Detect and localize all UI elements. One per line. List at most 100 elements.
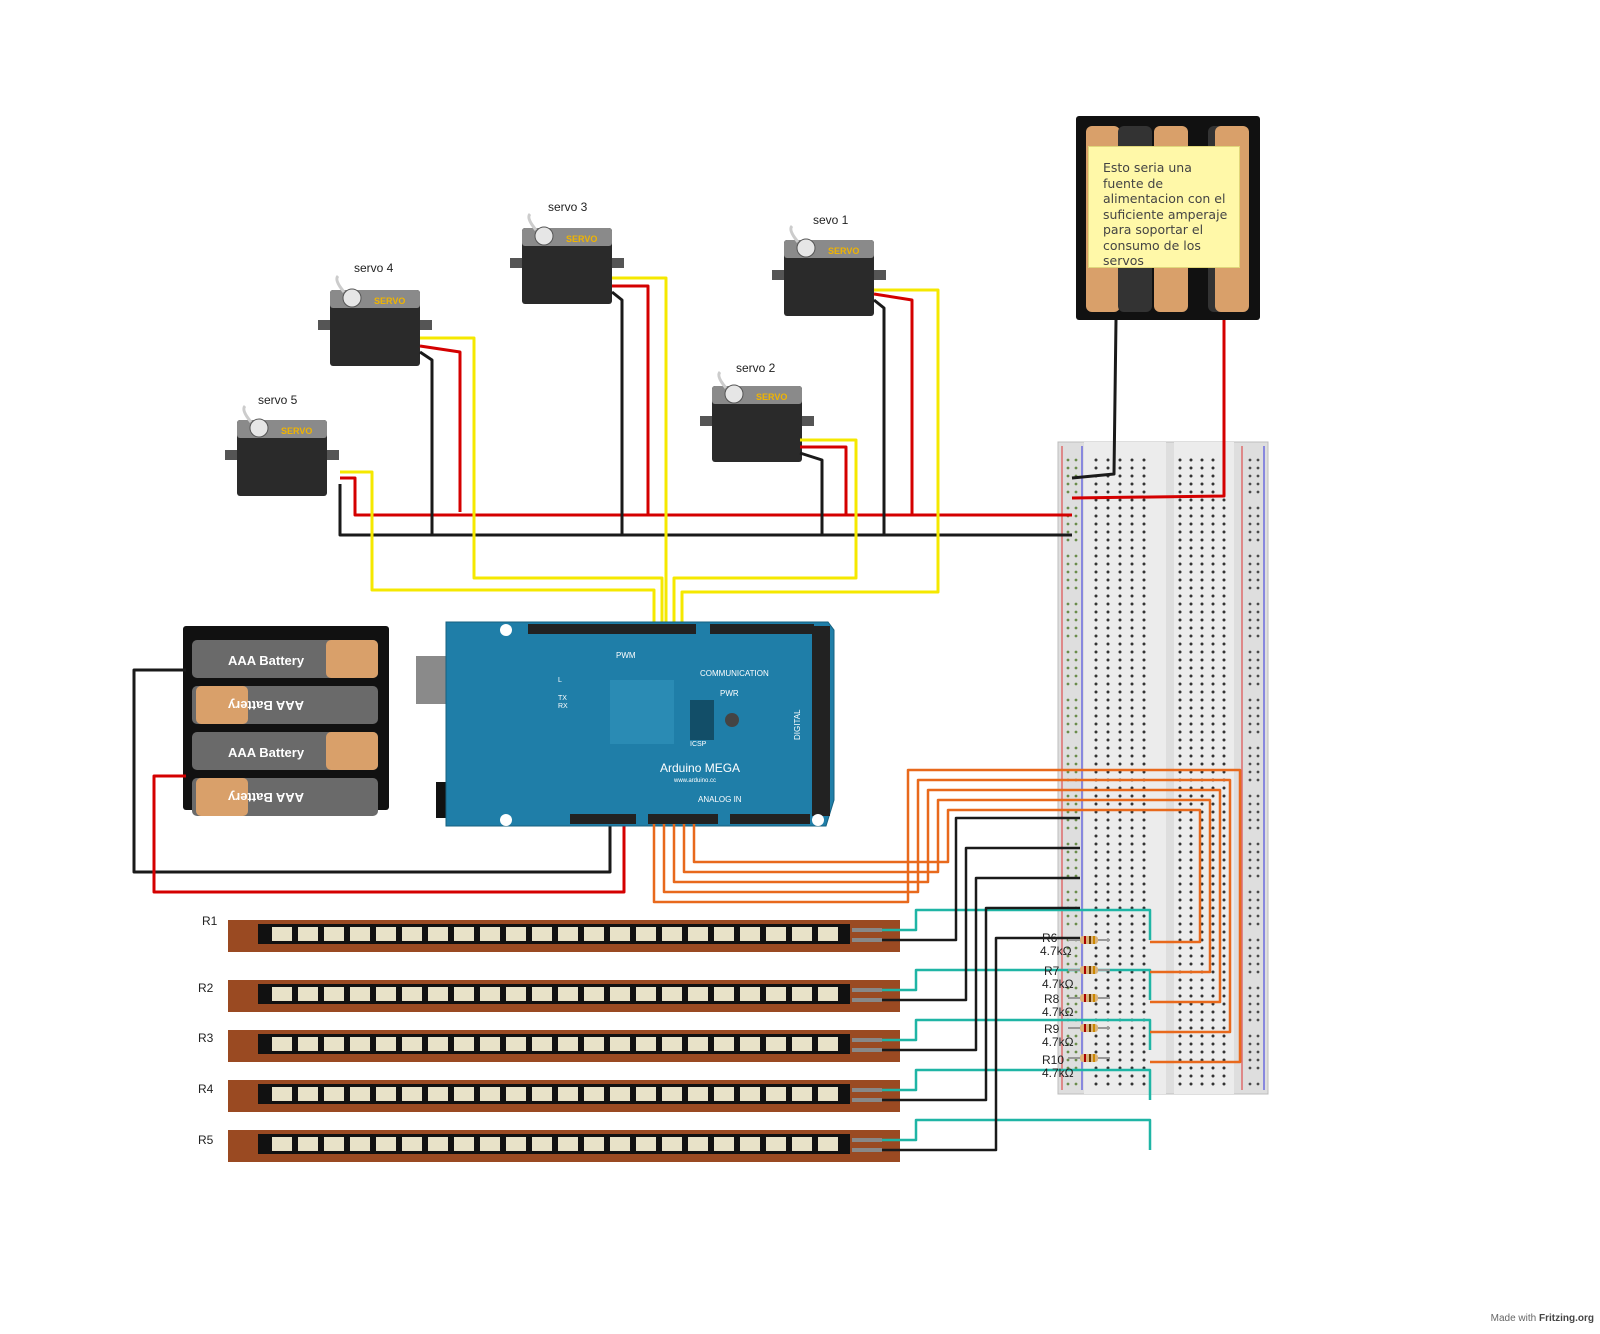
breadboard-hole <box>1189 946 1193 950</box>
breadboard-hole <box>1118 1050 1122 1054</box>
breadboard-hole <box>1074 490 1078 494</box>
breadboard-hole <box>1178 586 1182 590</box>
breadboard-hole <box>1066 626 1070 630</box>
flex-sensor-segment <box>740 1087 760 1101</box>
breadboard-hole <box>1189 618 1193 622</box>
breadboard-hole <box>1256 970 1260 974</box>
breadboard-hole <box>1248 906 1252 910</box>
breadboard-hole <box>1118 466 1122 470</box>
breadboard-hole <box>1118 1082 1122 1086</box>
breadboard-hole <box>1248 794 1252 798</box>
breadboard-hole <box>1106 882 1110 886</box>
breadboard-hole <box>1256 898 1260 902</box>
breadboard-hole <box>1189 986 1193 990</box>
breadboard-hole <box>1256 482 1260 486</box>
breadboard-hole <box>1066 802 1070 806</box>
breadboard-hole <box>1118 458 1122 462</box>
breadboard-hole <box>1118 882 1122 886</box>
breadboard-hole <box>1066 970 1070 974</box>
breadboard-hole <box>1094 874 1098 878</box>
breadboard-hole <box>1178 626 1182 630</box>
breadboard-hole <box>1178 802 1182 806</box>
breadboard-hole <box>1211 850 1215 854</box>
breadboard-hole <box>1118 722 1122 726</box>
breadboard-hole <box>1066 722 1070 726</box>
servo-brand-text: SERVO <box>828 246 859 256</box>
flex-sensor-segment <box>402 1137 422 1151</box>
flex-sensor-segment <box>350 1087 370 1101</box>
breadboard-hole <box>1118 1026 1122 1030</box>
breadboard-hole <box>1142 458 1146 462</box>
reset-button <box>725 713 739 727</box>
breadboard-hole <box>1211 546 1215 550</box>
breadboard-hole <box>1211 810 1215 814</box>
breadboard-hole <box>1248 1018 1252 1022</box>
breadboard-hole <box>1074 874 1078 878</box>
breadboard-hole <box>1118 802 1122 806</box>
breadboard-hole <box>1256 554 1260 558</box>
supply-power-wire <box>1071 320 1226 500</box>
breadboard-hole <box>1142 818 1146 822</box>
breadboard-hole <box>1106 898 1110 902</box>
breadboard-hole <box>1142 930 1146 934</box>
breadboard-hole <box>1066 762 1070 766</box>
breadboard-hole <box>1074 946 1078 950</box>
flex-sensor-lead <box>852 1048 882 1052</box>
breadboard-hole <box>1256 682 1260 686</box>
breadboard-hole <box>1066 842 1070 846</box>
breadboard-hole <box>1130 522 1134 526</box>
breadboard-hole <box>1130 506 1134 510</box>
breadboard-hole <box>1248 706 1252 710</box>
servo-ground-wire <box>873 298 886 535</box>
breadboard-hole <box>1178 842 1182 846</box>
breadboard-hole <box>1211 610 1215 614</box>
breadboard-hole <box>1094 754 1098 758</box>
breadboard-hole <box>1094 466 1098 470</box>
breadboard-hole <box>1142 514 1146 518</box>
breadboard-hole <box>1142 578 1146 582</box>
breadboard-hole <box>1211 746 1215 750</box>
breadboard-hole <box>1142 1058 1146 1062</box>
power-bus-wire <box>340 476 1072 517</box>
breadboard-hole <box>1130 626 1134 630</box>
breadboard-hole <box>1248 522 1252 526</box>
breadboard-hole <box>1222 930 1226 934</box>
breadboard-hole <box>1142 730 1146 734</box>
breadboard-hole <box>1130 1010 1134 1014</box>
breadboard-hole <box>1118 842 1122 846</box>
breadboard-hole <box>1106 1002 1110 1006</box>
breadboard-hole <box>1178 674 1182 678</box>
flex-sensor-segment <box>636 987 656 1001</box>
breadboard-hole <box>1178 698 1182 702</box>
breadboard-hole <box>1222 698 1226 702</box>
breadboard-hole <box>1142 618 1146 622</box>
breadboard-hole <box>1066 578 1070 582</box>
header-pins <box>528 624 666 634</box>
breadboard-hole <box>1066 818 1070 822</box>
breadboard-hole <box>1256 506 1260 510</box>
flex-sensor-segment <box>740 927 760 941</box>
flex-sensor-segment <box>688 1137 708 1151</box>
breadboard-hole <box>1130 946 1134 950</box>
breadboard-hole <box>1200 602 1204 606</box>
breadboard-hole <box>1211 906 1215 910</box>
breadboard-hole <box>1118 874 1122 878</box>
breadboard-hole <box>1094 674 1098 678</box>
flex-sensor-label: R3 <box>198 1031 214 1045</box>
battery-terminal <box>326 732 378 770</box>
breadboard-hole <box>1222 842 1226 846</box>
breadboard-hole <box>1106 498 1110 502</box>
breadboard-hole <box>1200 618 1204 622</box>
breadboard-hole <box>1200 714 1204 718</box>
breadboard-hole <box>1118 762 1122 766</box>
battery-cell-label: AAA Battery <box>227 790 304 805</box>
breadboard-hole <box>1118 962 1122 966</box>
breadboard-hole <box>1074 1010 1078 1014</box>
breadboard-hole <box>1189 682 1193 686</box>
breadboard-hole <box>1118 538 1122 542</box>
breadboard-hole <box>1222 962 1226 966</box>
breadboard-hole <box>1178 714 1182 718</box>
breadboard-hole <box>1142 754 1146 758</box>
servo-motor <box>318 274 432 366</box>
breadboard-hole <box>1222 498 1226 502</box>
